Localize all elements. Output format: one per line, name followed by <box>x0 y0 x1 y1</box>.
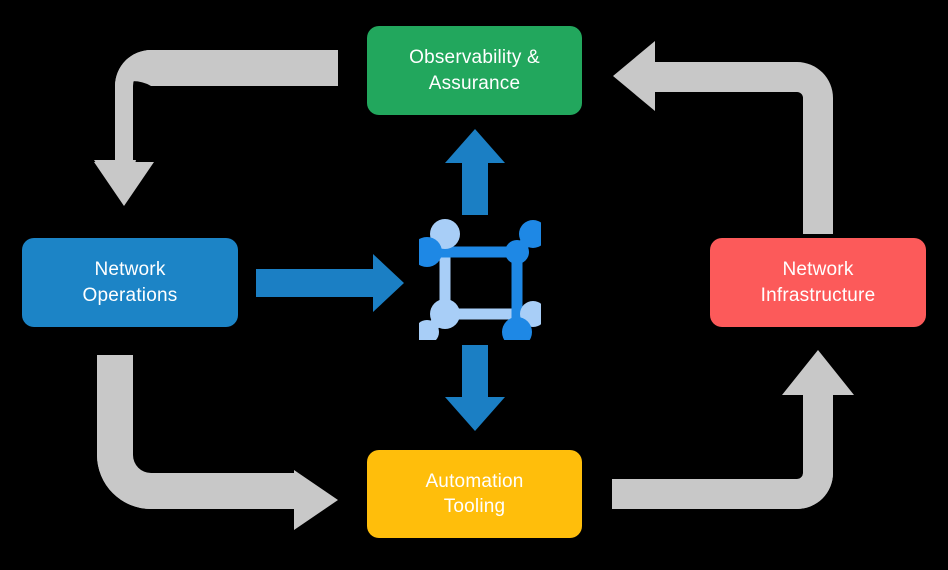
network-topology-icon <box>419 219 541 340</box>
topology-nodes-dark <box>419 220 541 340</box>
direct-arrow-center-to-observability <box>445 129 505 215</box>
cycle-arrow-operations-to-automation <box>97 355 338 530</box>
direct-arrow-center-to-automation <box>445 345 505 431</box>
topology-nodes-light <box>419 219 541 340</box>
node-observability-assurance[interactable]: Observability & Assurance <box>367 26 582 115</box>
node-network-infrastructure[interactable]: Network Infrastructure <box>710 238 926 327</box>
cycle-arrow-infrastructure-to-observability <box>613 41 833 234</box>
node-automation-tooling[interactable]: Automation Tooling <box>367 450 582 538</box>
node-network-operations[interactable]: Network Operations <box>22 238 238 327</box>
direct-arrow-operations-to-center <box>256 254 404 312</box>
cycle-arrow-observability-to-operations <box>94 50 338 206</box>
cycle-arrow-automation-to-infrastructure <box>612 350 854 509</box>
